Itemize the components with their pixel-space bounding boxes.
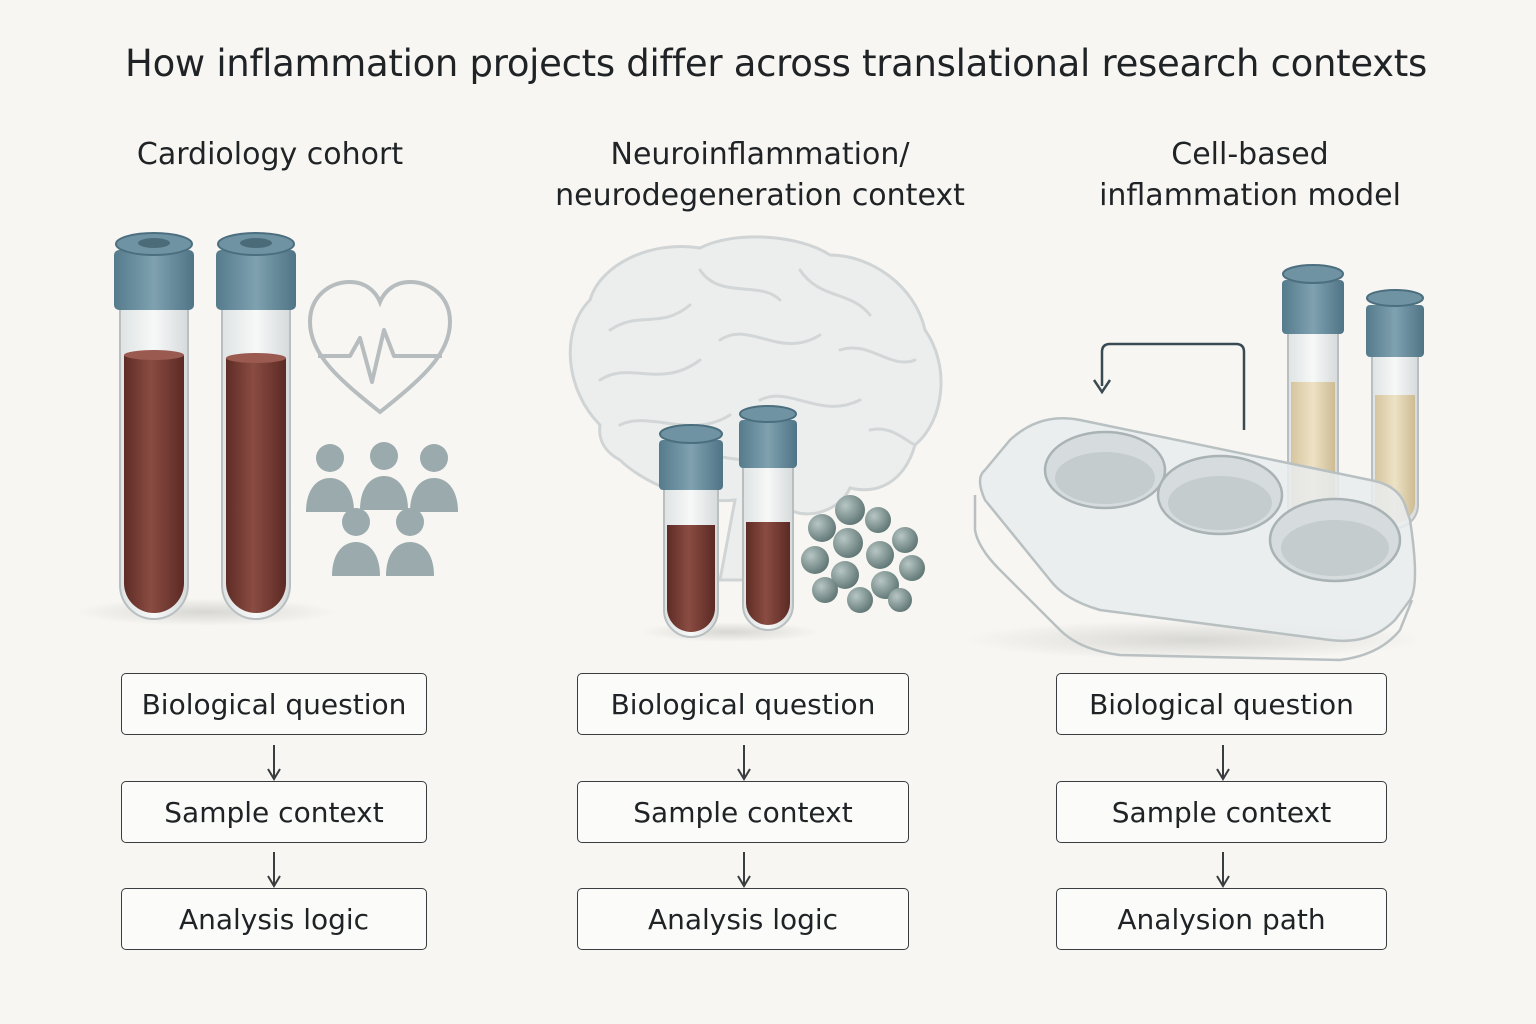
arrow-down-icon — [267, 745, 281, 781]
column-title-line: inflammation model — [1099, 178, 1401, 213]
test-tube-icon — [1366, 289, 1424, 529]
heart-rate-icon — [307, 279, 453, 415]
blood-tubes-cardiology — [75, 232, 335, 626]
column-title-cardiology: Cardiology cohort — [136, 137, 404, 172]
test-tube-icon — [659, 424, 723, 638]
arrow-down-icon — [1216, 745, 1230, 781]
step-analysis: Analysion path — [1056, 888, 1387, 950]
step-sample-context: Sample context — [121, 781, 427, 843]
arrow-down-icon — [737, 852, 751, 888]
arrow-down-icon — [737, 745, 751, 781]
column-title-line: Neuroinflammation/ — [610, 137, 910, 172]
test-tube-icon — [739, 405, 797, 631]
loop-arrow-icon — [1092, 342, 1246, 430]
arrow-down-icon — [267, 852, 281, 888]
test-tube-icon — [114, 232, 194, 620]
well-icon — [1268, 497, 1402, 583]
step-analysis: Analysis logic — [577, 888, 909, 950]
step-biological-question: Biological question — [121, 673, 427, 735]
column-title-cell-model: Cell-based inflammation model — [1060, 134, 1440, 216]
well-icon — [1043, 430, 1167, 510]
blood-tubes-neuro — [640, 405, 820, 642]
well-icon — [1156, 454, 1284, 536]
column-title-line: neurodegeneration context — [555, 178, 965, 213]
cell-cluster-icon — [801, 495, 925, 613]
serum-tubes — [1282, 264, 1424, 531]
culture-plate-icon — [965, 416, 1425, 662]
step-analysis: Analysis logic — [121, 888, 427, 950]
step-sample-context: Sample context — [1056, 781, 1387, 843]
arrow-down-icon — [1216, 852, 1230, 888]
column-title-neuro: Neuroinflammation/ neurodegeneration con… — [530, 134, 990, 216]
step-biological-question: Biological question — [577, 673, 909, 735]
test-tube-icon — [216, 232, 296, 620]
patient-group-icon — [306, 442, 458, 576]
step-sample-context: Sample context — [577, 781, 909, 843]
page-title: How inflammation projects differ across … — [125, 42, 1427, 85]
column-title-line: Cell-based — [1171, 137, 1329, 172]
step-biological-question: Biological question — [1056, 673, 1387, 735]
